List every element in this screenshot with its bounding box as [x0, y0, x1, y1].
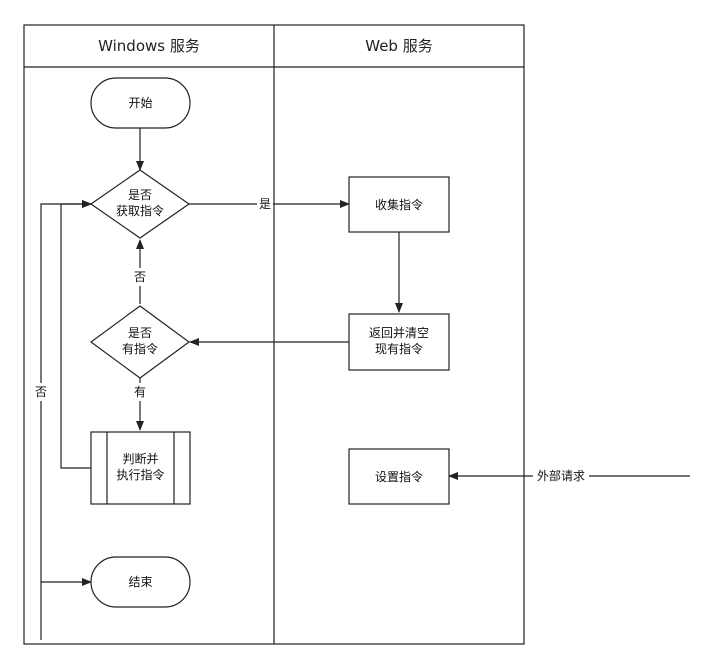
return-clear-label-line-2: 现有指令 — [375, 341, 423, 356]
edge-label-bg-yes — [257, 195, 273, 211]
windows-lane-title: Windows 服务 — [98, 37, 200, 55]
set-commands-process — [348, 448, 450, 505]
set-commands-label: 设置指令 — [375, 469, 423, 484]
has-command-label-line-1: 是否 — [128, 326, 152, 340]
edge-label-bg-has — [132, 383, 148, 401]
get-command-decision — [89, 169, 191, 239]
start-node — [90, 77, 191, 129]
edge-label-has: 有 — [134, 385, 146, 399]
has-command-label-line-2: 有指令 — [122, 341, 158, 356]
edge-label-bg-no — [132, 268, 148, 286]
swimlanes: Windows 服务 Web 服务 — [23, 24, 525, 645]
return-clear-label-line-1: 返回并清空 — [369, 326, 429, 340]
edge-outer-loop-to-get-command — [40, 200, 92, 640]
edge-label-bg-external — [533, 467, 589, 485]
edge-label-external-request: 外部请求 — [537, 468, 585, 483]
end-node — [90, 556, 191, 608]
execute-command-label-line-1: 判断并 — [122, 451, 158, 466]
edge-label-yes: 是 — [259, 197, 271, 211]
edge-label-no: 否 — [134, 270, 146, 284]
has-command-decision — [89, 305, 191, 379]
edges: 是 否 有 否 外部请求 — [33, 128, 690, 640]
nodes: 开始 是否 获取指令 是否 有指令 判断并 执行指令 结束 收集指令 返回并清空… — [89, 77, 450, 608]
get-command-label-line-1: 是否 — [128, 188, 152, 202]
web-lane-title: Web 服务 — [365, 37, 432, 55]
edge-execute-back-to-get-command — [60, 200, 92, 469]
edge-label-no-left: 否 — [35, 385, 47, 399]
collect-commands-process — [348, 176, 450, 233]
end-node-label: 结束 — [128, 575, 152, 589]
return-clear-commands-process — [348, 313, 450, 371]
execute-command-label-line-2: 执行指令 — [116, 467, 164, 482]
start-node-label: 开始 — [128, 96, 152, 110]
edge-label-bg-no-left — [33, 383, 49, 401]
get-command-label-line-2: 获取指令 — [116, 203, 164, 218]
collect-commands-label: 收集指令 — [375, 197, 423, 212]
